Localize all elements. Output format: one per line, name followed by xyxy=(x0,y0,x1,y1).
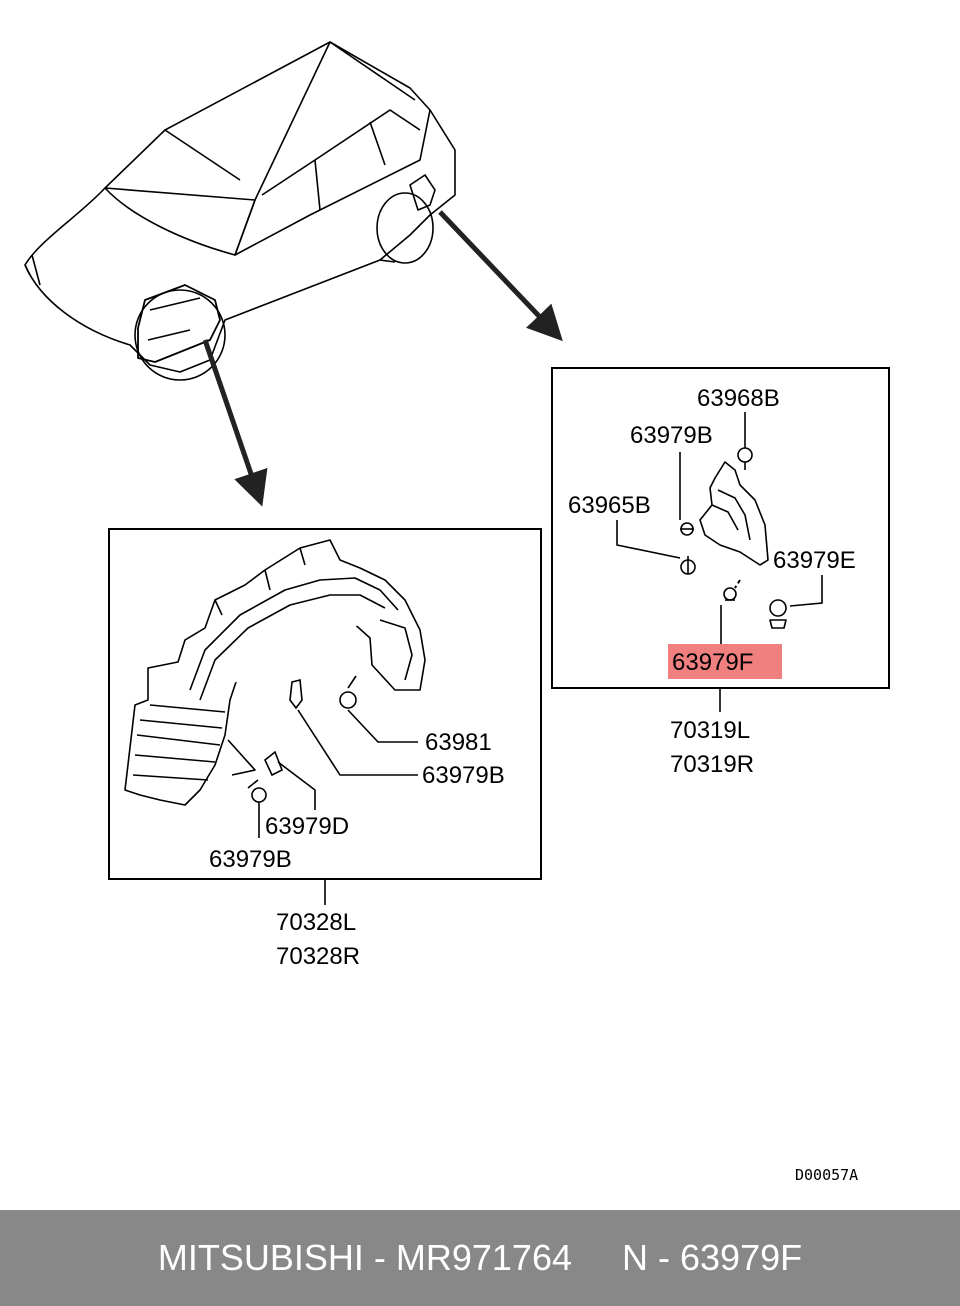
vehicle-illustration xyxy=(24,41,456,381)
footer-bar: MITSUBISHI - MR971764 N - 63979F xyxy=(0,1210,960,1306)
label-63965B: 63965B xyxy=(568,492,651,519)
arrow-front xyxy=(202,339,268,507)
label-63979E: 63979E xyxy=(773,547,856,574)
arrow-rear xyxy=(438,210,563,342)
drawing-code: D00057A xyxy=(795,1166,858,1184)
front-liner-illustration xyxy=(124,539,426,806)
parts-diagram: 63968B 63979B 63965B 63979E 63979F 70319… xyxy=(24,41,890,1184)
label-63979B-bot: 63979B xyxy=(209,846,292,873)
label-70328L: 70328L xyxy=(276,909,356,936)
label-70319L: 70319L xyxy=(670,717,750,744)
rear-liner-illustration xyxy=(680,447,787,629)
front-fasteners xyxy=(247,675,357,803)
highlight-63979F xyxy=(668,644,782,679)
label-63968B: 63968B xyxy=(697,385,780,412)
label-63979D: 63979D xyxy=(265,813,349,840)
label-63979B-top: 63979B xyxy=(630,422,713,449)
label-63981: 63981 xyxy=(425,729,492,756)
label-70319R: 70319R xyxy=(670,751,754,778)
rear-leaders xyxy=(616,412,823,712)
front-leaders xyxy=(258,709,418,905)
label-63979B-mid: 63979B xyxy=(422,762,505,789)
label-63979F: 63979F xyxy=(672,649,753,676)
footer-part-text: MITSUBISHI - MR971764 N - 63979F xyxy=(157,1237,803,1278)
label-70328R: 70328R xyxy=(276,943,360,970)
